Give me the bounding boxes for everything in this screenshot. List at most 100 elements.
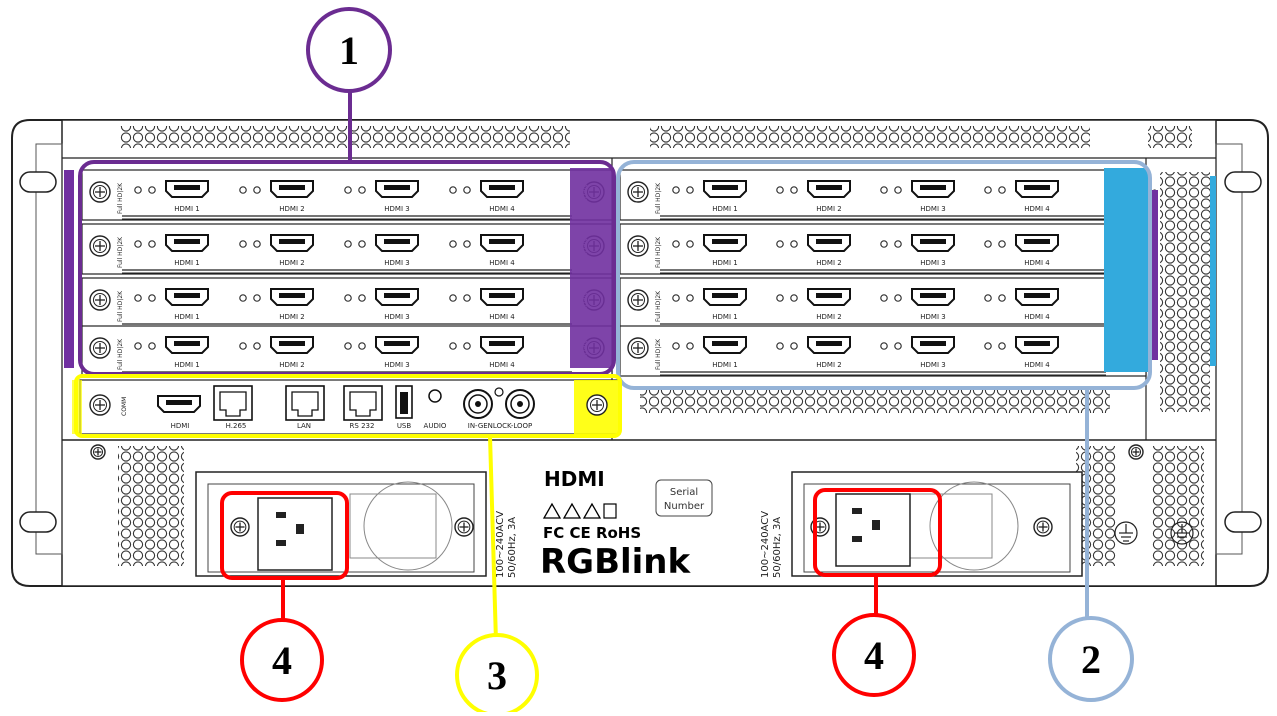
status-led [998, 294, 1006, 302]
status-led [776, 342, 784, 350]
hdmi-port-icon[interactable] [270, 336, 314, 354]
status-led [148, 294, 156, 302]
card-side-text: Full HD|2K [117, 182, 124, 214]
status-led [790, 294, 798, 302]
svg-text:2: 2 [1081, 637, 1101, 682]
status-led [998, 240, 1006, 248]
port-label: HDMI 1 [712, 313, 737, 321]
hdmi-port-icon[interactable] [703, 180, 747, 198]
hdmi-port-icon[interactable] [480, 288, 524, 306]
status-led [686, 342, 694, 350]
status-led [984, 186, 992, 194]
usb-port-icon[interactable] [395, 385, 413, 419]
port-label: HDMI 2 [279, 205, 304, 213]
status-led [880, 294, 888, 302]
hdmi-port-icon[interactable] [165, 288, 209, 306]
port-label: HDMI 4 [489, 259, 515, 267]
status-led [134, 186, 142, 194]
bnc-connector-icon[interactable] [505, 389, 535, 419]
hdmi-port-icon[interactable] [807, 336, 851, 354]
port-label: HDMI 2 [816, 313, 841, 321]
status-led [253, 240, 261, 248]
hdmi-port-icon[interactable] [911, 336, 955, 354]
screw-icon [586, 394, 608, 416]
hdmi-port-icon[interactable] [375, 180, 419, 198]
status-led [344, 342, 352, 350]
hdmi-logo: HDMI [544, 467, 605, 491]
hdmi-port-icon[interactable] [911, 288, 955, 306]
status-led [790, 240, 798, 248]
hdmi-port-icon[interactable] [703, 288, 747, 306]
status-led [984, 294, 992, 302]
branding: HDMI FC CE RoHS RGBlink Serial Number [540, 467, 713, 582]
callout-1: 1 [306, 7, 392, 93]
rj45-port-icon[interactable] [343, 385, 383, 421]
port-label: HDMI 1 [174, 259, 199, 267]
callout-2: 2 [1048, 616, 1134, 702]
status-led [776, 186, 784, 194]
callout-4a: 4 [240, 618, 324, 702]
svg-text:1: 1 [339, 28, 359, 73]
control-port-label: AUDIO [424, 422, 447, 430]
status-led [463, 186, 471, 194]
rj45-port-icon[interactable] [285, 385, 325, 421]
port-label: HDMI 3 [384, 361, 409, 369]
hdmi-port-icon[interactable] [157, 395, 201, 413]
status-led [790, 186, 798, 194]
screw-icon [627, 181, 649, 203]
hdmi-port-icon[interactable] [165, 180, 209, 198]
hdmi-port-icon[interactable] [1015, 180, 1059, 198]
hdmi-port-icon[interactable] [1015, 288, 1059, 306]
iec-power-socket-icon[interactable] [257, 497, 333, 571]
hdmi-port-icon[interactable] [480, 180, 524, 198]
hdmi-port-icon[interactable] [807, 234, 851, 252]
status-led [358, 186, 366, 194]
port-label: HDMI 4 [1024, 361, 1050, 369]
hdmi-port-icon[interactable] [165, 234, 209, 252]
screw-icon [89, 394, 111, 416]
hdmi-port-icon[interactable] [270, 180, 314, 198]
port-label: HDMI 4 [489, 205, 515, 213]
hdmi-port-icon[interactable] [480, 336, 524, 354]
status-led [134, 342, 142, 350]
control-port-label: RS 232 [350, 422, 375, 430]
rack-mount-slots [19, 171, 1262, 533]
hdmi-port-icon[interactable] [807, 180, 851, 198]
port-label: HDMI 3 [920, 313, 945, 321]
hdmi-port-icon[interactable] [375, 234, 419, 252]
hdmi-port-icon[interactable] [1015, 234, 1059, 252]
hdmi-port-icon[interactable] [270, 288, 314, 306]
screw-icon [89, 235, 111, 257]
status-led [880, 240, 888, 248]
status-led [449, 186, 457, 194]
hdmi-port-icon[interactable] [1015, 336, 1059, 354]
control-port-label: HDMI [171, 422, 190, 430]
audio-jack-icon[interactable] [428, 389, 442, 403]
port-label: HDMI 2 [279, 361, 304, 369]
hdmi-port-icon[interactable] [375, 336, 419, 354]
status-led [148, 342, 156, 350]
hdmi-port-icon[interactable] [375, 288, 419, 306]
hdmi-port-icon[interactable] [165, 336, 209, 354]
rj45-port-icon[interactable] [213, 385, 253, 421]
status-led [672, 294, 680, 302]
hdmi-port-icon[interactable] [270, 234, 314, 252]
hdmi-port-icon[interactable] [480, 234, 524, 252]
input-card-label-strip [570, 168, 614, 368]
port-label: HDMI 1 [712, 361, 737, 369]
svg-text:4: 4 [272, 638, 292, 683]
hdmi-port-icon[interactable] [911, 234, 955, 252]
hdmi-port-icon[interactable] [807, 288, 851, 306]
ground-icon [1114, 521, 1194, 545]
bnc-connector-icon[interactable] [463, 389, 493, 419]
hdmi-port-icon[interactable] [703, 234, 747, 252]
hdmi-port-icon[interactable] [703, 336, 747, 354]
hdmi-port-icon[interactable] [911, 180, 955, 198]
status-led [894, 294, 902, 302]
top-vents [118, 126, 1210, 566]
status-led [463, 294, 471, 302]
